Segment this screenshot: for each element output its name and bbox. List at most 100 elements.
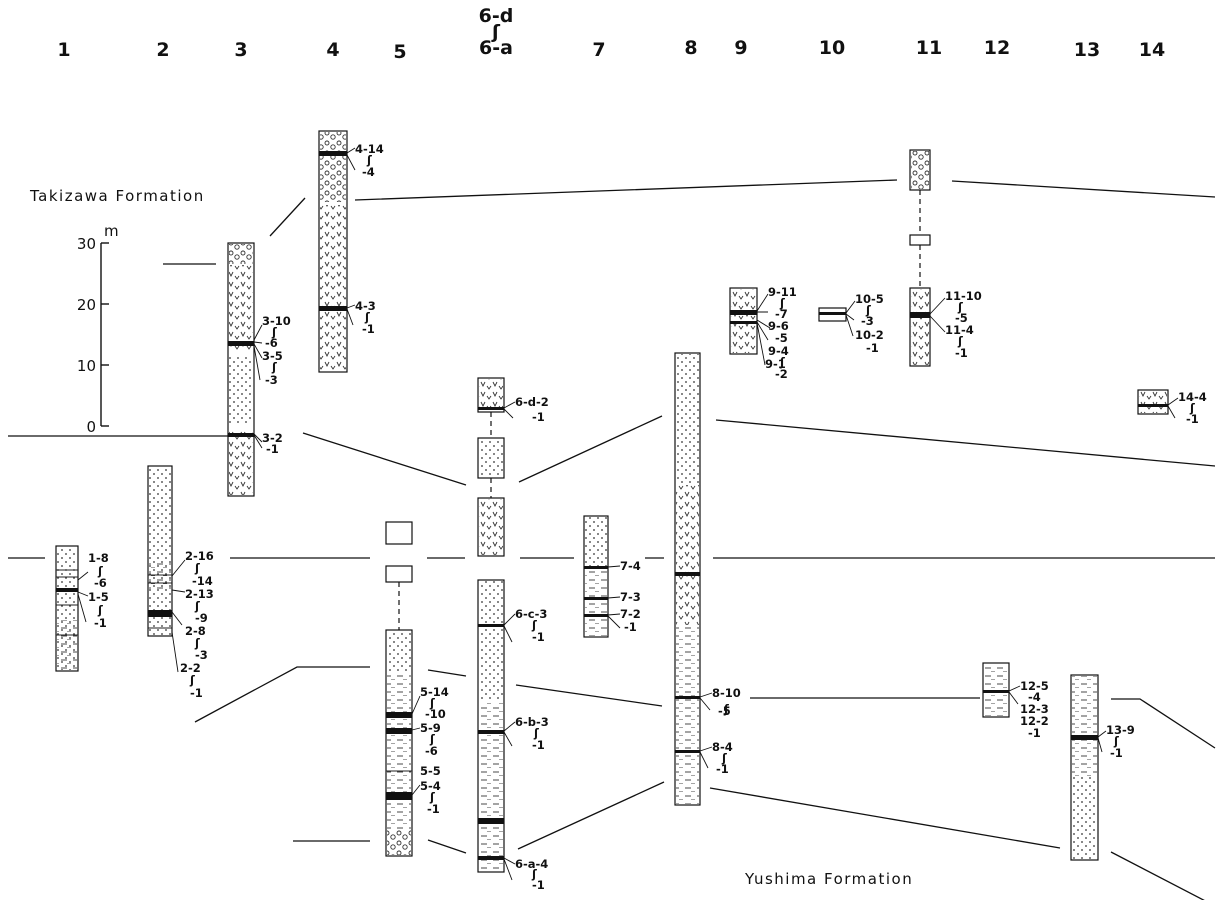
sample-label: -1 bbox=[955, 346, 968, 360]
section-column-4 bbox=[318, 130, 348, 373]
sample-label: 2-8 bbox=[185, 624, 206, 638]
column-number: 5 bbox=[393, 41, 406, 63]
column-number: 8 bbox=[684, 37, 697, 59]
sample-label: ʃ bbox=[194, 636, 200, 650]
sample-label: 14-4 bbox=[1178, 390, 1207, 404]
sample-label: -1 bbox=[532, 878, 545, 892]
sample-label: 6-c-3 bbox=[515, 607, 547, 621]
sample-label: 12-5 bbox=[1020, 679, 1049, 693]
sample-label: ʃ bbox=[957, 334, 963, 348]
sample-label: 9-6 bbox=[768, 319, 789, 333]
sample-label: -4 bbox=[362, 165, 375, 179]
sample-label: 10-2 bbox=[855, 328, 884, 342]
range-mark: ʃ bbox=[491, 21, 501, 43]
sample-label: -1 bbox=[532, 410, 545, 424]
sample-label: 5-9 bbox=[420, 721, 441, 735]
sample-label: ʃ bbox=[1113, 734, 1119, 748]
sample-label: 11-10 bbox=[945, 289, 982, 303]
sample-label: -1 bbox=[1110, 746, 1123, 760]
section-column-12 bbox=[982, 662, 1010, 718]
column-number: 14 bbox=[1139, 39, 1165, 61]
sample-label: -3 bbox=[265, 373, 278, 387]
sample-label: -9 bbox=[195, 611, 208, 625]
sample-label: -6 bbox=[265, 336, 278, 350]
correlation-line bbox=[293, 781, 1205, 900]
scale-tick-label: 0 bbox=[86, 418, 96, 436]
correlation-line bbox=[354, 179, 1216, 201]
sample-label: ʃ bbox=[723, 702, 729, 716]
formation-name-yushima: Yushima Formation bbox=[744, 870, 913, 888]
sample-label: -5 bbox=[718, 704, 731, 718]
sample-label: 1-8 bbox=[88, 551, 109, 565]
sample-label: -1 bbox=[716, 762, 729, 776]
sample-label: ʃ bbox=[271, 325, 277, 339]
sample-label: ʃ bbox=[865, 303, 871, 317]
sample-labels: 1-8 ʃ -6 1-5 ʃ -1 2-16 ʃ -14 2-13 ʃ -9 2… bbox=[88, 142, 1207, 892]
column-number: 1 bbox=[57, 39, 70, 61]
correlation-lines bbox=[8, 179, 1216, 900]
sample-label: -1 bbox=[532, 630, 545, 644]
correlation-line bbox=[8, 415, 1216, 486]
section-column-2 bbox=[147, 465, 173, 637]
sample-label: 2-16 bbox=[185, 549, 214, 563]
sample-label: ʃ bbox=[779, 296, 785, 310]
sample-label: 12-3 bbox=[1020, 702, 1049, 716]
sample-label: 5-4 bbox=[420, 779, 441, 793]
scale-tick-label: 30 bbox=[77, 235, 96, 253]
sample-label: 7-4 bbox=[620, 559, 641, 573]
sample-label: 5-5 bbox=[420, 764, 441, 778]
sample-label: ʃ bbox=[366, 153, 372, 167]
sample-label: ʃ bbox=[194, 561, 200, 575]
sample-label: -4 bbox=[1028, 690, 1041, 704]
sample-label: -7 bbox=[775, 307, 788, 321]
column-number: 10 bbox=[819, 37, 845, 59]
sample-label: -1 bbox=[190, 686, 203, 700]
column-number: 12 bbox=[984, 37, 1010, 59]
column-number: 9 bbox=[734, 37, 747, 59]
formation-name-takizawa: Takizawa Formation bbox=[29, 187, 205, 205]
sample-label: ʃ bbox=[721, 751, 727, 765]
scale-unit: m bbox=[104, 222, 119, 240]
sample-label: ʃ bbox=[531, 867, 537, 881]
sample-label: -1 bbox=[362, 322, 375, 336]
section-column-3 bbox=[227, 242, 255, 497]
sample-label: 6-b-3 bbox=[515, 715, 549, 729]
sample-label: -3 bbox=[195, 648, 208, 662]
section-column-10 bbox=[818, 307, 847, 322]
sample-label: ʃ bbox=[271, 360, 277, 374]
sample-label: 7-3 bbox=[620, 590, 641, 604]
sample-label: 10-5 bbox=[855, 292, 884, 306]
section-column-1 bbox=[55, 545, 79, 672]
section-column-9 bbox=[729, 287, 758, 355]
section-column-14 bbox=[1137, 389, 1169, 415]
column-number: 6-a bbox=[479, 37, 513, 59]
sample-label: 12-2 bbox=[1020, 714, 1049, 728]
sample-label: 9-4 bbox=[768, 344, 789, 358]
column-number: 7 bbox=[592, 39, 605, 61]
sample-label: 8-4 bbox=[712, 740, 733, 754]
section-column-13 bbox=[1070, 674, 1099, 861]
sample-label: 4-14 bbox=[355, 142, 384, 156]
section-column-7 bbox=[583, 515, 609, 638]
sample-label: 6-d-2 bbox=[515, 395, 549, 409]
column-number-row: 1 2 3 4 5 6-d ʃ 6-a 7 8 9 10 11 12 13 14 bbox=[57, 5, 1165, 63]
sample-label: -1 bbox=[1186, 412, 1199, 426]
sample-label: ʃ bbox=[97, 603, 103, 617]
sample-label: 8-10 bbox=[712, 686, 741, 700]
correlation-line bbox=[194, 666, 1216, 749]
sample-label: -10 bbox=[425, 707, 446, 721]
sample-label: 3-10 bbox=[262, 314, 291, 328]
sample-label: 7-2 bbox=[620, 607, 641, 621]
column-number: 4 bbox=[326, 39, 339, 61]
sample-label: ʃ bbox=[429, 790, 435, 804]
sample-label: ʃ bbox=[779, 355, 785, 369]
sample-label: 3-2 bbox=[262, 431, 283, 445]
section-column-11 bbox=[909, 149, 931, 367]
column-number: 11 bbox=[916, 37, 942, 59]
scale-tick-label: 10 bbox=[77, 357, 96, 375]
section-column-5 bbox=[385, 521, 413, 857]
sample-label: -1 bbox=[624, 620, 637, 634]
section-column-8 bbox=[674, 352, 701, 806]
sample-label: 3-5 bbox=[262, 349, 283, 363]
